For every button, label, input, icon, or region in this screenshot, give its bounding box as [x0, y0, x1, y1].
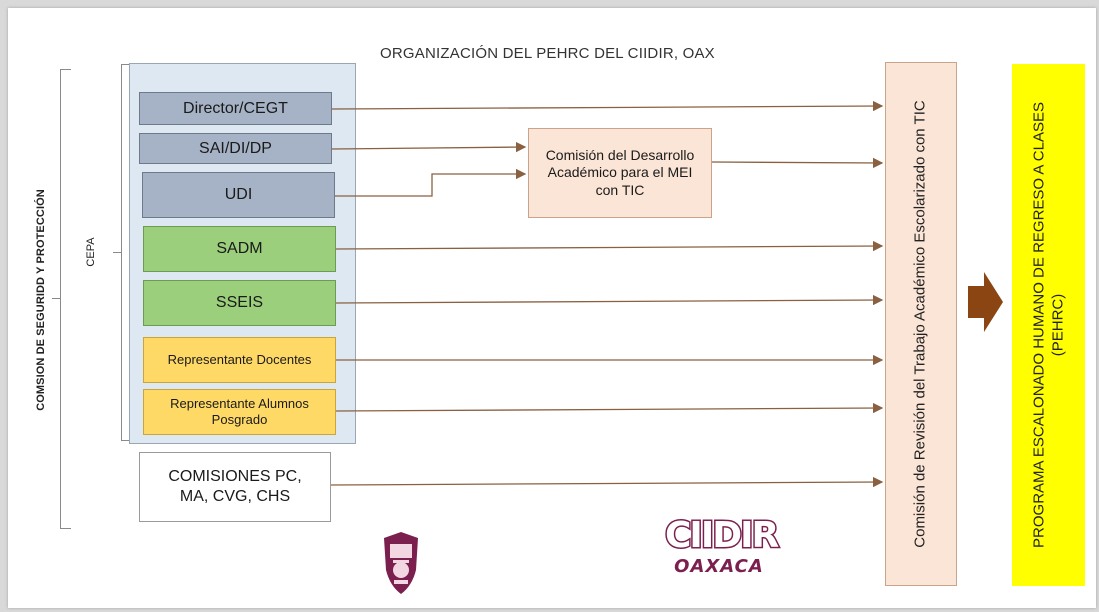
- ipn-logo: [380, 530, 422, 596]
- arrow-director: [331, 100, 884, 112]
- sadm-box: SADM: [143, 226, 336, 272]
- ipn-shield-icon: [384, 532, 418, 594]
- arrow-comisiones: [330, 476, 884, 488]
- arrow-desarrollo: [711, 157, 884, 169]
- udi-box: UDI: [142, 172, 335, 218]
- sai-box: SAI/DI/DP: [139, 133, 332, 164]
- arrow-udi: [335, 168, 527, 197]
- representante-docentes-box: Representante Docentes: [143, 337, 336, 383]
- arrow-sseis: [335, 294, 884, 306]
- comision-revision-box: Comisión de Revisión del Trabajo Académi…: [885, 62, 957, 586]
- director-box: Director/CEGT: [139, 92, 332, 125]
- arrow-sadm: [335, 240, 884, 252]
- big-arrow-icon: [968, 272, 1003, 332]
- seguridad-bracket: [60, 69, 71, 529]
- comisiones-box: COMISIONES PC, MA, CVG, CHS: [139, 452, 331, 522]
- sseis-box: SSEIS: [143, 280, 336, 326]
- ciidir-logo-sub: OAXACA: [674, 556, 764, 577]
- ciidir-logo: CIIDIR OAXACA: [664, 512, 781, 590]
- cepa-bracket-tick: [113, 252, 122, 253]
- programa-column: PROGRAMA ESCALONADO HUMANO DE REGRESO A …: [1012, 64, 1085, 586]
- arrow-sai: [331, 141, 527, 153]
- diagram-title: ORGANIZACIÓN DEL PEHRC DEL CIIDIR, OAX: [380, 45, 715, 62]
- representante-alumnos-box: Representante Alumnos Posgrado: [143, 389, 336, 435]
- ciidir-logo-word: CIIDIR: [664, 514, 781, 558]
- seguridad-bracket-tick: [52, 298, 61, 299]
- arrow-alumnos: [335, 402, 884, 414]
- comision-desarrollo-box: Comisión del Desarrollo Académico para e…: [528, 128, 712, 218]
